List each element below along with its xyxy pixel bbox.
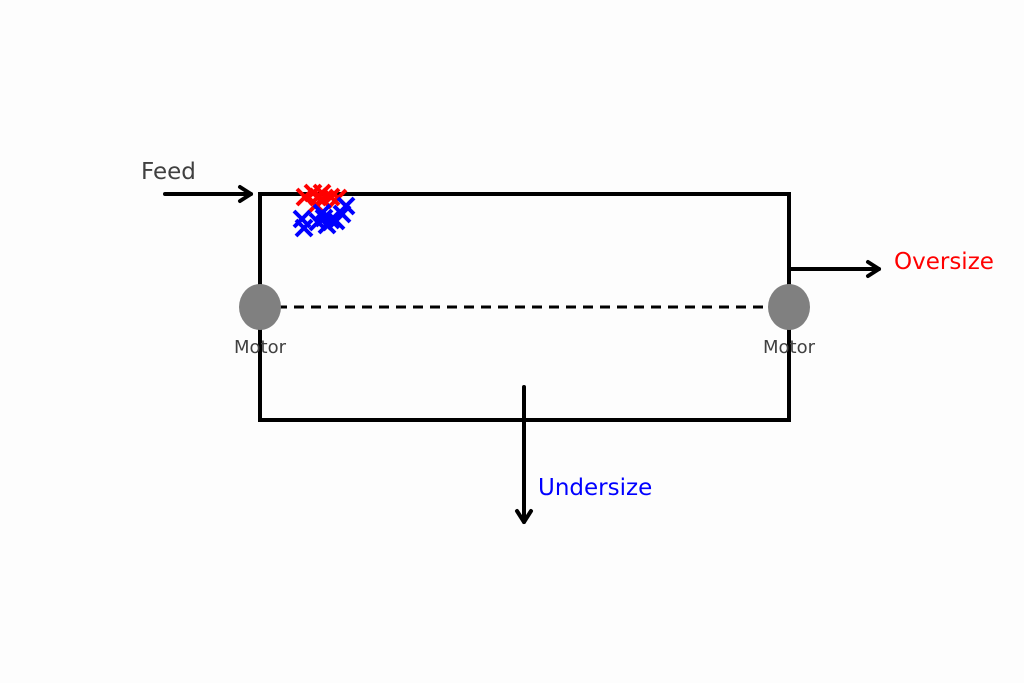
undersize-arrow xyxy=(515,385,533,524)
undersize-label: Undersize xyxy=(538,475,652,501)
undersize-particle-marker xyxy=(312,203,332,223)
undersize-particle-marker xyxy=(336,196,356,216)
oversize-particle-marker xyxy=(312,183,332,203)
oversize-arrow xyxy=(787,260,881,278)
motor-right-label: Motor xyxy=(763,337,816,358)
motor-left-label: Motor xyxy=(234,337,287,358)
feed-label: Feed xyxy=(141,159,196,185)
motor-right xyxy=(768,284,810,330)
undersize-particle-marker xyxy=(294,218,314,238)
particle-cluster xyxy=(292,183,356,238)
motor-left xyxy=(239,284,281,330)
feed-arrow xyxy=(163,185,253,203)
oversize-label: Oversize xyxy=(894,249,994,275)
